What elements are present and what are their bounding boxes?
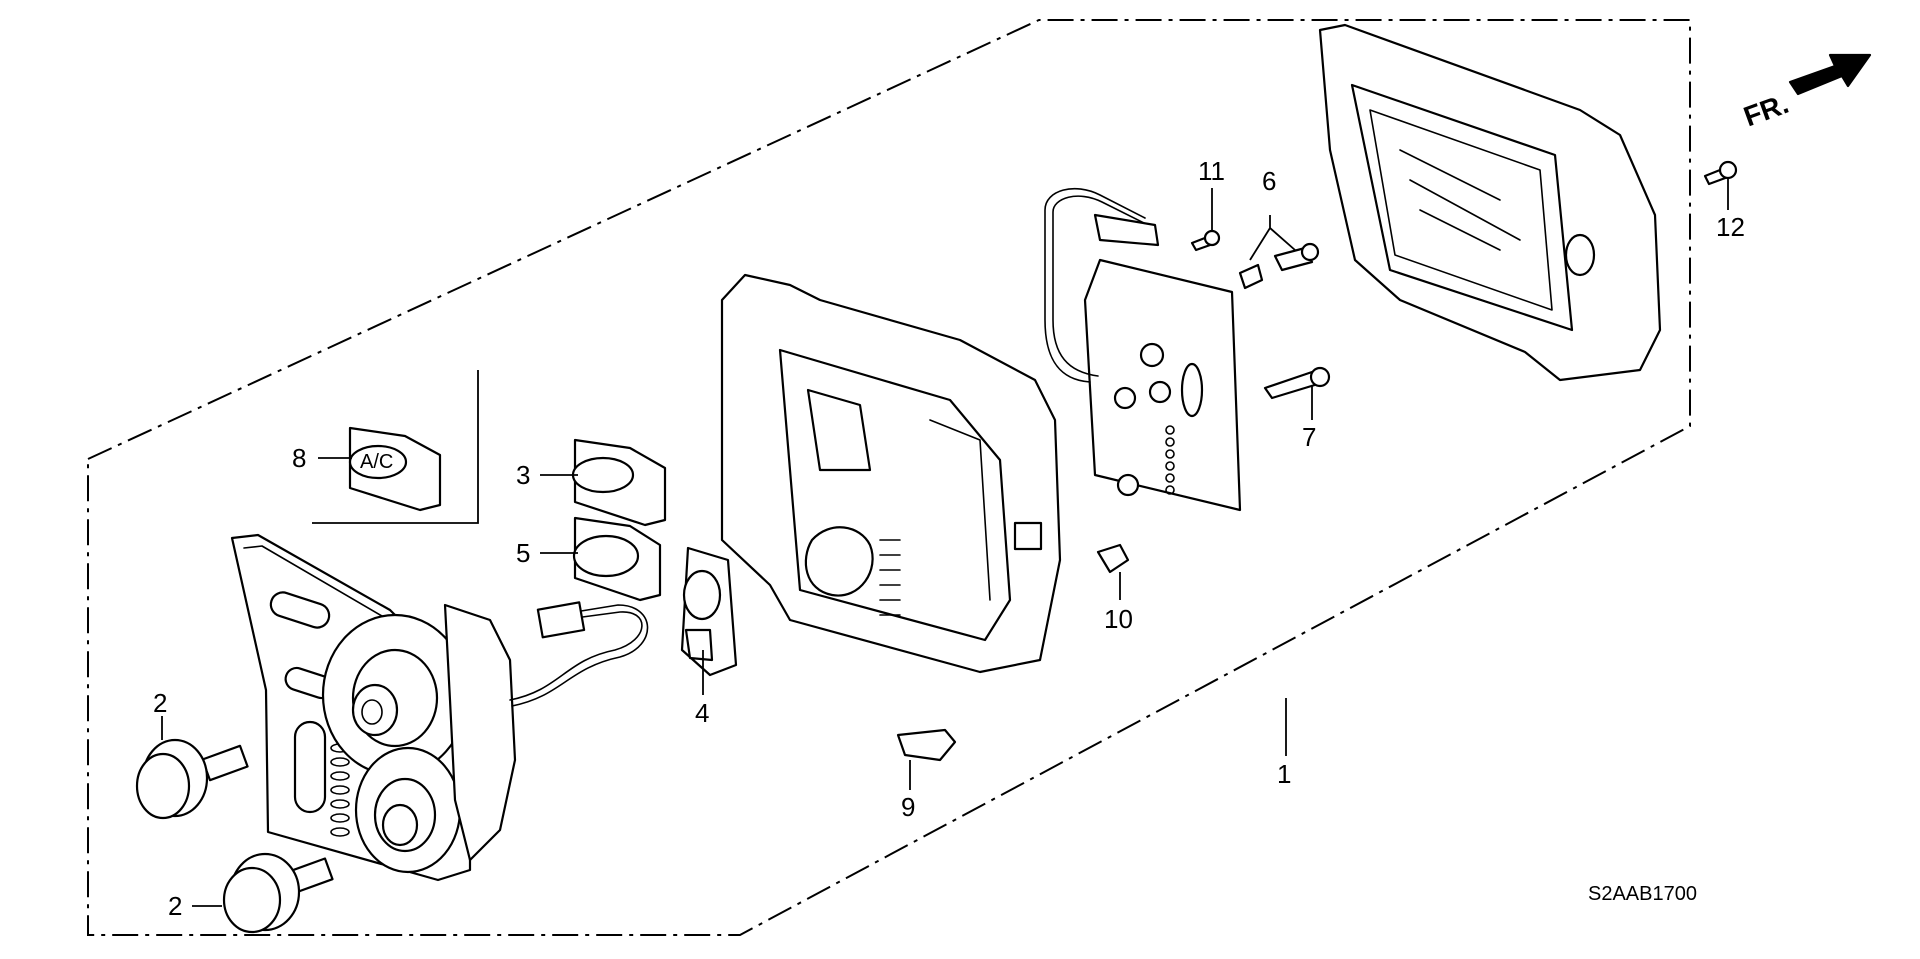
callout-9: 9 bbox=[901, 792, 915, 822]
panel-wire-harness bbox=[509, 611, 643, 701]
switch-ac: A/C bbox=[348, 426, 442, 512]
callout-2a: 2 bbox=[153, 688, 167, 718]
arrow-icon bbox=[1788, 53, 1872, 96]
knob-lower bbox=[222, 852, 334, 934]
panel-slot-upper bbox=[269, 591, 331, 629]
callout-5: 5 bbox=[516, 538, 530, 568]
callout-3: 3 bbox=[516, 460, 530, 490]
control-panel bbox=[230, 533, 649, 882]
ac-button-label: A/C bbox=[360, 451, 393, 473]
panel-connector bbox=[536, 601, 586, 639]
panel-slot-vertical bbox=[293, 720, 327, 814]
housing-vent-slots bbox=[879, 539, 901, 616]
front-direction-arrow: FR. bbox=[1740, 53, 1872, 133]
screw-12 bbox=[1703, 160, 1738, 186]
callout-12: 12 bbox=[1716, 212, 1745, 242]
circuit-board bbox=[1083, 258, 1242, 512]
callout-1: 1 bbox=[1277, 759, 1291, 789]
board-led-column bbox=[1165, 425, 1175, 495]
clip-9 bbox=[896, 728, 957, 762]
board-slot bbox=[1180, 362, 1204, 418]
housing-side-socket bbox=[1013, 521, 1043, 551]
bulb-7 bbox=[1263, 366, 1331, 400]
board-wire-harness bbox=[1044, 187, 1160, 383]
housing-center-cutout bbox=[804, 526, 874, 597]
clip-10 bbox=[1096, 543, 1130, 574]
bulb-6 bbox=[1238, 242, 1320, 290]
upper-dial-hub bbox=[351, 683, 399, 737]
drawing-code: S2AAB1700 bbox=[1588, 883, 1697, 905]
callout-8: 8 bbox=[292, 443, 306, 473]
lead-line-6 bbox=[1249, 215, 1296, 261]
lens-glass bbox=[1369, 109, 1553, 311]
switch-5 bbox=[572, 516, 662, 602]
rear-lens-frame bbox=[1318, 23, 1662, 382]
callout-10: 10 bbox=[1104, 604, 1133, 634]
callout-6: 6 bbox=[1262, 166, 1276, 196]
callout-11: 11 bbox=[1198, 156, 1225, 186]
screw-11 bbox=[1190, 229, 1221, 252]
assembly-boundary-1 bbox=[87, 19, 1691, 936]
slide-lever-4 bbox=[680, 546, 738, 677]
callout-7: 7 bbox=[1302, 422, 1316, 452]
switch-3 bbox=[571, 438, 667, 527]
knob-upper bbox=[135, 738, 249, 820]
direction-label: FR. bbox=[1740, 88, 1793, 133]
group-8-bracket bbox=[312, 370, 479, 524]
lower-dial-hub bbox=[381, 803, 419, 847]
panel-vent-holes bbox=[330, 743, 350, 837]
callout-2b: 2 bbox=[168, 891, 182, 921]
main-housing bbox=[720, 273, 1062, 674]
callout-4: 4 bbox=[695, 698, 709, 728]
